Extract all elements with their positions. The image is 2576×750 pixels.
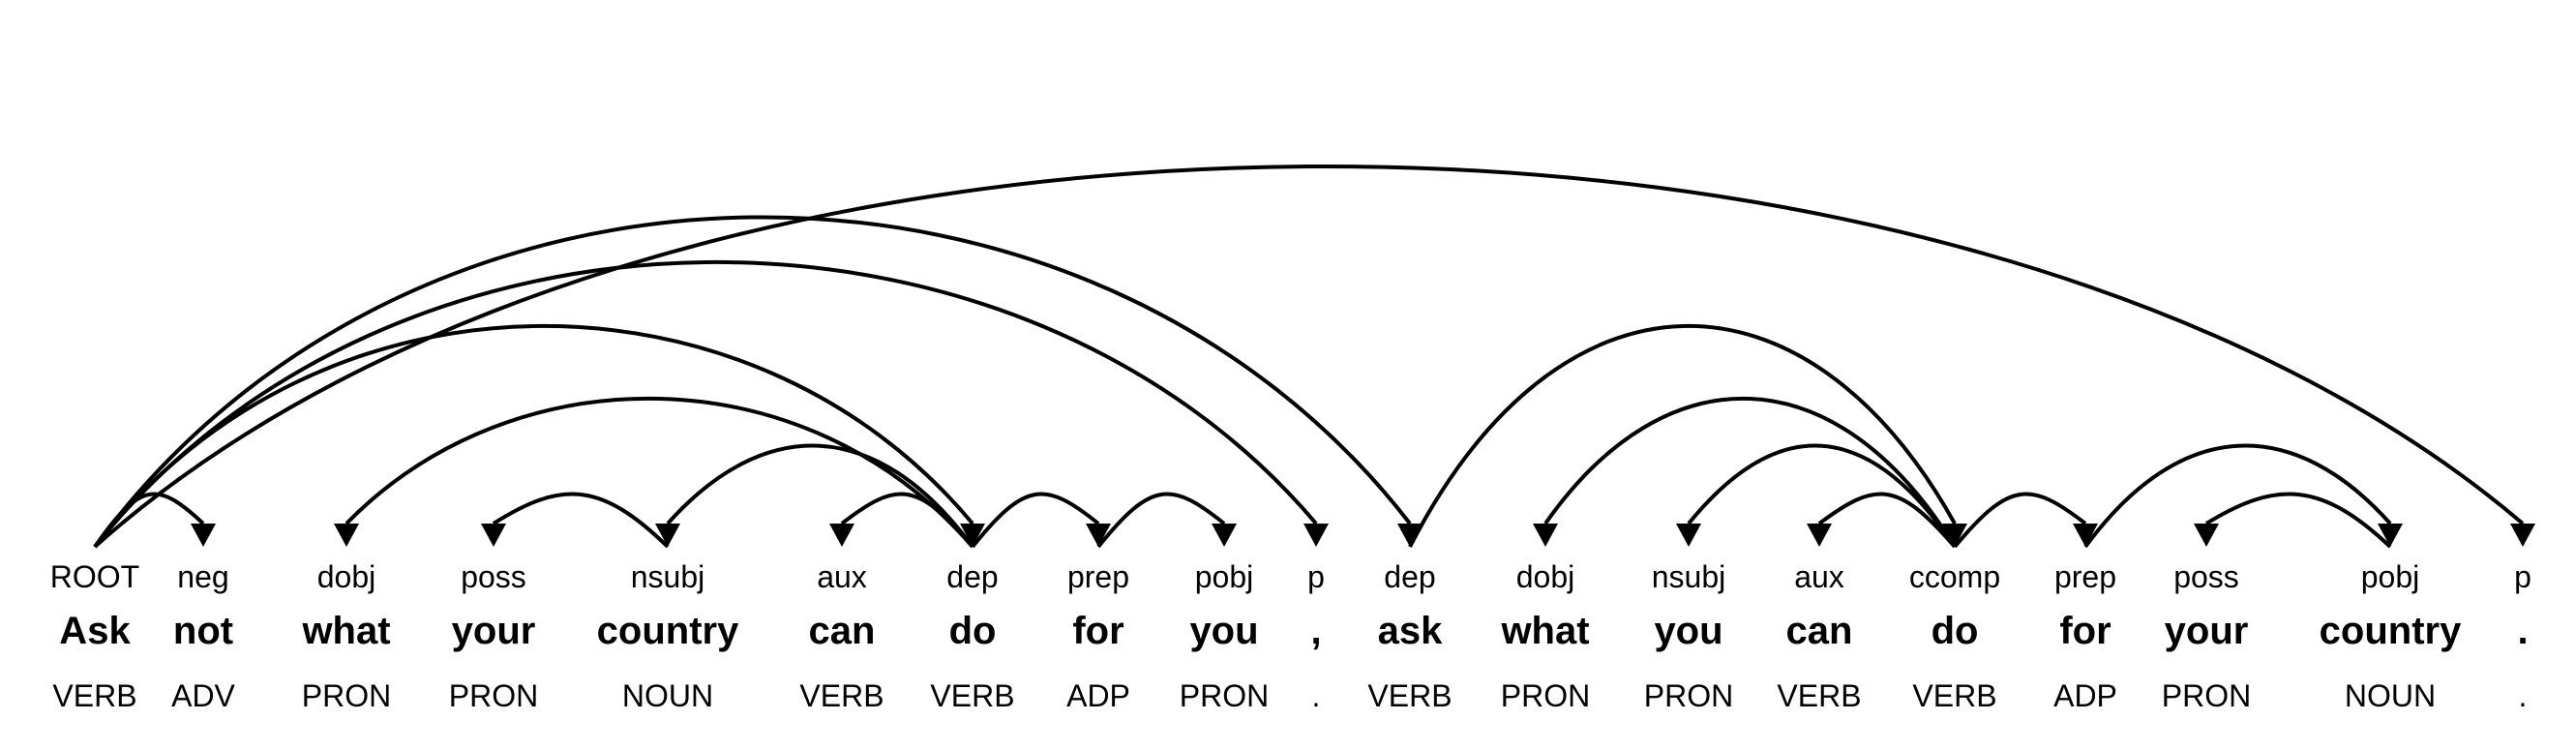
token-pos-tag: VERB — [1912, 678, 1997, 713]
dep-relation-label: dobj — [1515, 559, 1575, 594]
dep-relation-label: poss — [2173, 559, 2239, 594]
token-word[interactable]: your — [451, 610, 536, 652]
token-pos-tag: VERB — [930, 678, 1015, 713]
token-word[interactable]: country — [596, 610, 739, 652]
dep-arrowhead-dep[interactable] — [1397, 524, 1423, 547]
token-word[interactable]: your — [2164, 610, 2249, 652]
token-pos-tag: VERB — [1777, 678, 1862, 713]
dep-arc-dobj[interactable] — [344, 396, 974, 549]
dep-arrowhead-pobj[interactable] — [1212, 524, 1237, 547]
token-pos-tag: PRON — [1179, 678, 1270, 713]
token-pos-tag: PRON — [2161, 678, 2252, 713]
dep-arrowhead-nsubj[interactable] — [655, 524, 680, 547]
token-word[interactable]: can — [808, 610, 876, 652]
token-word[interactable]: Ask — [59, 610, 131, 652]
dep-arc-prep[interactable] — [971, 492, 1100, 549]
dep-arrowhead-poss[interactable] — [2194, 524, 2219, 547]
token-pos-tag: . — [1311, 678, 1321, 713]
dep-relation-label: pobj — [1194, 559, 1254, 594]
dep-relation-label: dobj — [316, 559, 376, 594]
dep-relation-label: p — [2514, 559, 2531, 594]
token-pos-tag: VERB — [1367, 678, 1453, 713]
token-pos-tag: VERB — [52, 678, 137, 713]
dep-arrowhead-dobj[interactable] — [1533, 524, 1558, 547]
token-pos-tag: PRON — [301, 678, 392, 713]
dep-arrowhead-ccomp[interactable] — [1942, 524, 1967, 547]
dep-relation-label: prep — [1066, 559, 1130, 594]
token-word[interactable]: , — [1310, 610, 1322, 652]
dep-arc-aux[interactable] — [1817, 492, 1957, 549]
dep-arc-poss[interactable] — [492, 492, 670, 549]
dep-arc-prep[interactable] — [1953, 492, 2087, 549]
dep-arc-nsubj[interactable] — [666, 443, 974, 549]
dep-relation-label: poss — [461, 559, 526, 594]
token-word[interactable]: what — [1501, 610, 1590, 652]
token-pos-tag: NOUN — [621, 678, 714, 713]
token-word[interactable]: what — [302, 610, 391, 652]
dep-arrowhead-aux[interactable] — [1807, 524, 1832, 547]
dep-arc-pobj[interactable] — [2083, 443, 2392, 549]
dep-arc-dep[interactable] — [93, 215, 1412, 549]
token-pos-tag: ADP — [1066, 678, 1130, 713]
dep-relation-label: nsubj — [630, 559, 705, 594]
token-word[interactable]: can — [1785, 610, 1853, 652]
dep-arrowhead-prep[interactable] — [1086, 524, 1111, 547]
dep-arrowhead-dep[interactable] — [960, 524, 985, 547]
token-pos-tag: ADP — [2053, 678, 2117, 713]
dep-arc-ccomp[interactable] — [1408, 323, 1957, 548]
dep-arc-p[interactable] — [93, 259, 1318, 549]
dep-arc-p[interactable] — [93, 165, 2525, 549]
token-word[interactable]: not — [172, 610, 234, 652]
token-word[interactable]: you — [1654, 610, 1723, 652]
token-word[interactable]: you — [1189, 610, 1259, 652]
token-pos-tag: PRON — [1500, 678, 1591, 713]
dep-arc-aux[interactable] — [840, 492, 974, 549]
token-word[interactable]: do — [1931, 610, 1979, 652]
dep-relation-label: p — [1307, 559, 1325, 594]
token-word[interactable]: do — [948, 610, 997, 652]
dep-arrowhead-aux[interactable] — [829, 524, 854, 547]
token-pos-tag: . — [2518, 678, 2528, 713]
dep-relation-label: aux — [817, 559, 867, 594]
dep-arc-nsubj[interactable] — [1687, 443, 1957, 549]
dep-arrowhead-prep[interactable] — [2073, 524, 2098, 547]
token-word[interactable]: . — [2517, 610, 2529, 652]
token-pos-tag: PRON — [1643, 678, 1734, 713]
dep-arrowhead-nsubj[interactable] — [1676, 524, 1701, 547]
dep-arc-dobj[interactable] — [1543, 397, 1957, 549]
token-pos-tag: VERB — [799, 678, 884, 713]
dep-arrowhead-poss[interactable] — [481, 524, 506, 547]
dep-arrowhead-pobj[interactable] — [2378, 524, 2403, 547]
dep-relation-label: nsubj — [1651, 559, 1726, 594]
dep-relation-label: dep — [1384, 559, 1436, 594]
dep-relation-label: pobj — [2360, 559, 2420, 594]
token-word[interactable]: country — [2319, 610, 2462, 652]
token-pos-tag: ADV — [171, 678, 235, 713]
dep-arrowhead-p[interactable] — [2510, 524, 2535, 547]
token-pos-tag: NOUN — [2344, 678, 2437, 713]
dep-arrowhead-p[interactable] — [1303, 524, 1329, 547]
dep-arrowhead-dobj[interactable] — [334, 524, 359, 547]
dep-relation-label: prep — [2053, 559, 2117, 594]
dep-arc-poss[interactable] — [2204, 492, 2392, 549]
dep-arrowhead-neg[interactable] — [191, 524, 216, 547]
token-word[interactable]: for — [1072, 610, 1124, 652]
dep-relation-label: ccomp — [1908, 559, 2001, 594]
dep-relation-label: aux — [1794, 559, 1844, 594]
token-word[interactable]: for — [2059, 610, 2112, 652]
dep-arc-pobj[interactable] — [1096, 492, 1226, 549]
token-word[interactable]: ask — [1377, 610, 1443, 652]
dep-relation-label: dep — [946, 559, 999, 594]
token-pos-tag: PRON — [448, 678, 539, 713]
dep-relation-label: neg — [177, 559, 229, 594]
dep-relation-label: ROOT — [49, 559, 140, 594]
